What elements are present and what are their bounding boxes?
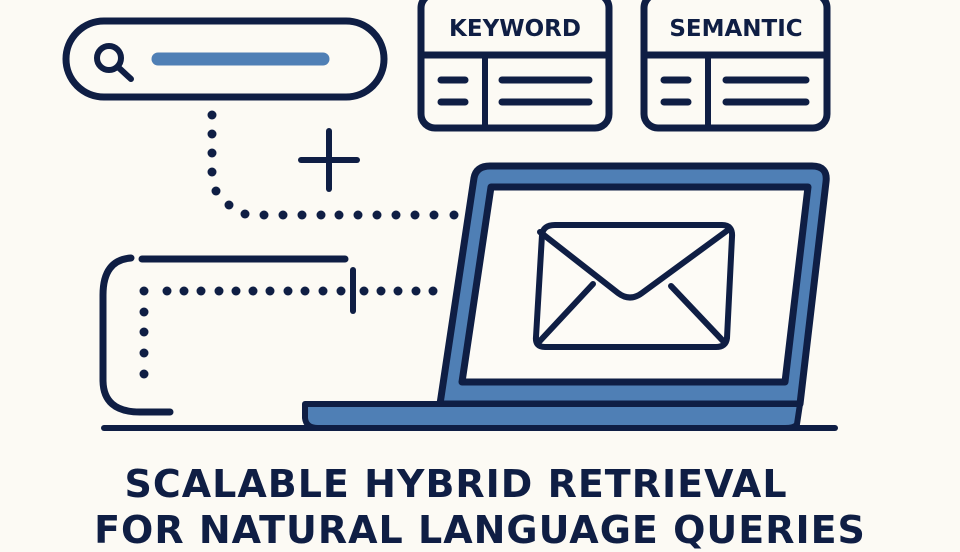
title-line-1: SCALABLE HYBRID RETRIEVAL	[124, 462, 788, 506]
title-line-2: FOR NATURAL LANGUAGE QUERIES	[94, 508, 866, 552]
bracket-connector	[99, 254, 438, 416]
search-icon	[94, 43, 134, 82]
semantic-card-label: SEMANTIC	[669, 16, 802, 42]
dotted-connector-top	[207, 110, 459, 220]
keyword-card-label: KEYWORD	[449, 16, 581, 42]
envelope-icon	[532, 222, 736, 350]
plus-icon	[298, 128, 360, 192]
keyword-card: KEYWORD	[417, 0, 613, 132]
illustration: KEYWORD SEMANTIC	[62, 0, 838, 431]
laptop	[101, 162, 838, 431]
search-bar[interactable]	[62, 17, 388, 101]
semantic-card: SEMANTIC	[640, 0, 831, 132]
